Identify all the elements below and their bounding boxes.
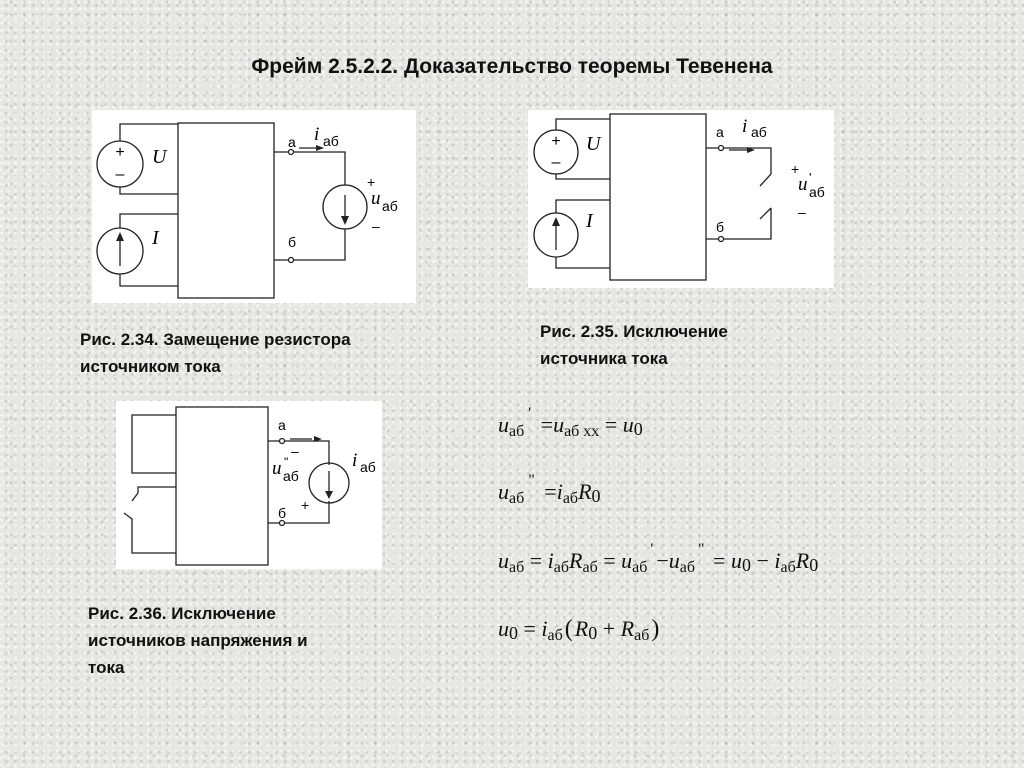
node-b-label: б xyxy=(716,219,724,235)
voltage-subscript: аб xyxy=(382,198,398,214)
current-source-label: I xyxy=(151,227,160,249)
voltage-subscript: аб xyxy=(283,468,299,484)
plus-sign: + xyxy=(301,497,309,513)
voltage-label: u xyxy=(798,174,808,195)
minus-sign: – xyxy=(372,218,380,234)
current-subscript: аб xyxy=(751,124,767,140)
minus-sign: – xyxy=(291,443,299,459)
plus-sign: + xyxy=(551,133,560,150)
current-label: i xyxy=(352,450,357,471)
voltage-prime: " xyxy=(284,455,288,469)
node-b-label: б xyxy=(288,234,296,250)
voltage-label: u xyxy=(272,458,282,479)
plus-sign: + xyxy=(367,174,375,190)
caption-2-35: Рис. 2.35. Исключение источника тока xyxy=(540,322,728,368)
current-subscript: аб xyxy=(360,459,376,475)
node-b-label: б xyxy=(278,505,286,521)
current-source-label: I xyxy=(585,210,594,232)
node-a-label: a xyxy=(716,124,724,140)
minus-sign: – xyxy=(798,204,806,220)
caption-2-34: Рис. 2.34. Замещение резистора источнико… xyxy=(80,330,351,376)
figure-2-35: + – U I a б i аб + u ' аб – xyxy=(528,110,834,288)
figure-2-34: + – U I a б i аб + u аб – xyxy=(92,110,416,303)
voltage-label: u xyxy=(371,188,381,209)
voltage-source-label: U xyxy=(586,133,602,155)
caption-2-36: Рис. 2.36. Исключение источников напряже… xyxy=(88,604,308,677)
current-label: i xyxy=(742,116,747,137)
current-label: i xyxy=(314,124,319,145)
figure-2-36: a б – u " аб + i аб xyxy=(116,401,382,569)
minus-sign: – xyxy=(116,166,125,183)
formula-3: uаб = iабRаб = uаб'−uаб" = u0 − iабR0 xyxy=(498,541,819,576)
formula-1: uаб' =uаб хх = u0 xyxy=(498,405,643,440)
formula-4: u0 = iаб(R0 + Rаб) xyxy=(498,616,660,644)
voltage-prime: ' xyxy=(809,170,811,185)
node-a-label: a xyxy=(278,417,286,433)
current-subscript: аб xyxy=(323,133,339,149)
formula-2: uаб" =iабR0 xyxy=(498,472,601,507)
node-a-label: a xyxy=(288,134,296,150)
minus-sign: – xyxy=(552,154,561,171)
plus-sign: + xyxy=(791,161,799,177)
voltage-source-label: U xyxy=(152,146,168,168)
voltage-subscript: аб xyxy=(809,184,825,200)
plus-sign: + xyxy=(115,144,124,161)
page-title: Фрейм 2.5.2.2. Доказательство теоремы Те… xyxy=(251,55,773,78)
